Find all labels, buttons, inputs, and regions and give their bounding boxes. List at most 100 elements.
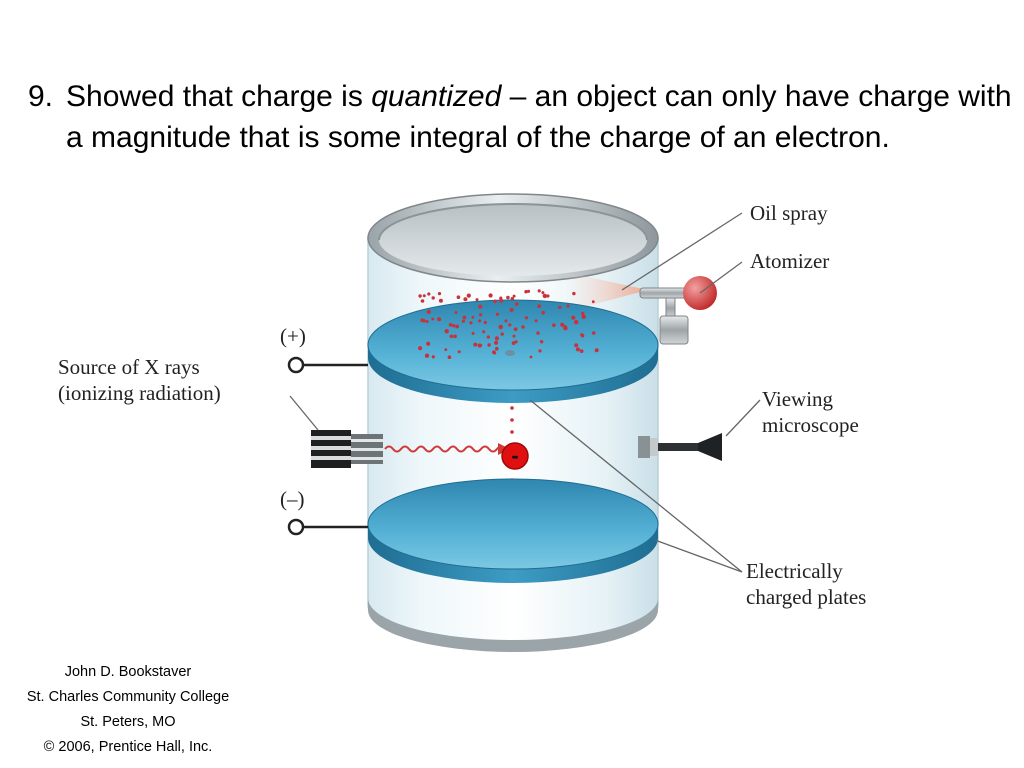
oil-droplet: [575, 347, 580, 352]
oil-droplet: [534, 319, 538, 323]
bullet-text-emphasis: quantized: [371, 80, 502, 113]
oil-droplet: [456, 295, 461, 300]
label-ionizing-radiation: (ionizing radiation): [58, 381, 221, 405]
oil-droplet: [581, 314, 586, 319]
oil-droplet: [426, 309, 431, 314]
oil-droplet: [420, 318, 425, 323]
oil-droplet: [537, 289, 541, 293]
oil-droplet: [486, 335, 490, 339]
oil-droplet: [487, 343, 491, 347]
label-electrically: Electrically: [746, 559, 843, 583]
oil-droplet: [581, 311, 585, 316]
label-negative: (–): [280, 487, 305, 511]
oil-droplet: [425, 320, 429, 323]
oil-droplet: [493, 299, 497, 304]
falling-droplet: [510, 418, 514, 422]
oil-droplet: [469, 321, 473, 325]
oil-droplet: [448, 323, 453, 327]
oil-droplet: [546, 294, 550, 298]
oil-droplet: [529, 355, 533, 359]
leader-lines: [289, 212, 761, 573]
oil-droplet: [552, 323, 556, 328]
oil-droplet: [471, 315, 475, 319]
oil-droplet: [424, 353, 430, 358]
oil-droplet: [536, 331, 540, 335]
oil-droplet: [478, 304, 483, 309]
bullet-number: 9.: [28, 80, 54, 113]
oil-droplet: [574, 319, 579, 325]
oil-droplet: [473, 342, 478, 347]
oil-droplet: [541, 310, 545, 315]
oil-droplet: [591, 300, 595, 304]
oil-droplet: [444, 348, 448, 351]
oil-droplet: [444, 329, 449, 334]
oil-droplet: [431, 355, 435, 359]
oil-droplet: [437, 317, 442, 322]
label-viewing: Viewing: [762, 387, 834, 411]
oil-droplet: [494, 336, 499, 341]
oil-droplet: [431, 317, 435, 321]
oil-droplet: [427, 292, 431, 296]
viewing-microscope: [638, 433, 722, 461]
oil-droplet: [566, 304, 570, 308]
oil-droplet: [426, 341, 431, 346]
label-xray-source: Source of X rays: [58, 355, 200, 379]
oil-droplet: [479, 343, 483, 347]
charged-oil-droplet: -: [501, 442, 529, 470]
oil-droplet: [526, 289, 531, 293]
oil-droplet: [499, 298, 504, 303]
oil-droplet: [431, 296, 435, 300]
oil-droplet: [461, 319, 465, 323]
oil-droplet: [571, 315, 576, 320]
glass-cylinder: [367, 193, 659, 652]
oil-droplet: [512, 294, 516, 298]
oil-droplet: [483, 320, 487, 325]
oil-droplet: [560, 322, 565, 327]
oil-droplet: [580, 334, 585, 338]
oil-droplet: [504, 319, 508, 323]
electron-charge-sign: -: [511, 443, 518, 468]
label-oil-spray: Oil spray: [750, 201, 828, 225]
oil-droplet: [558, 305, 562, 309]
oil-droplet: [471, 331, 475, 335]
oil-droplet: [541, 291, 545, 295]
oil-droplet: [508, 323, 512, 327]
oil-droplet: [514, 340, 518, 344]
oil-droplet: [495, 346, 499, 351]
oil-droplet: [420, 299, 425, 303]
oil-droplet: [418, 294, 422, 298]
oil-droplet: [509, 307, 514, 312]
bullet-text-before: Showed that charge is: [66, 80, 372, 113]
oil-droplet: [515, 302, 519, 306]
oil-spray-cone: [565, 272, 648, 312]
oil-droplet: [437, 292, 442, 296]
bullet-text: Showed that charge is quantized – an obj…: [66, 76, 1016, 158]
oil-droplet: [521, 325, 525, 329]
oil-droplet: [538, 349, 542, 353]
oil-droplet: [494, 340, 499, 345]
oil-droplet: [453, 334, 457, 339]
oil-droplet: [466, 293, 471, 298]
falling-droplet: [510, 406, 514, 410]
upper-charged-plate: [367, 299, 659, 403]
oil-droplet: [418, 346, 423, 351]
oil-droplet: [475, 298, 479, 302]
oil-droplet: [539, 340, 544, 344]
oil-droplets: [418, 289, 599, 360]
atomizer: [639, 276, 717, 345]
credit-copyright: © 2006, Prentice Hall, Inc.: [43, 739, 213, 755]
x-ray-source: [311, 430, 383, 468]
oil-droplet: [512, 334, 516, 338]
oil-droplet: [488, 293, 493, 298]
x-ray-beam: [384, 445, 506, 453]
oil-droplet: [422, 294, 426, 298]
oil-droplet: [478, 319, 482, 323]
label-microscope: microscope: [762, 413, 859, 437]
oil-droplet: [591, 331, 596, 335]
label-atomizer: Atomizer: [750, 249, 829, 273]
oil-droplet: [500, 332, 504, 336]
oil-droplet: [495, 312, 499, 316]
oil-droplet: [462, 315, 467, 320]
